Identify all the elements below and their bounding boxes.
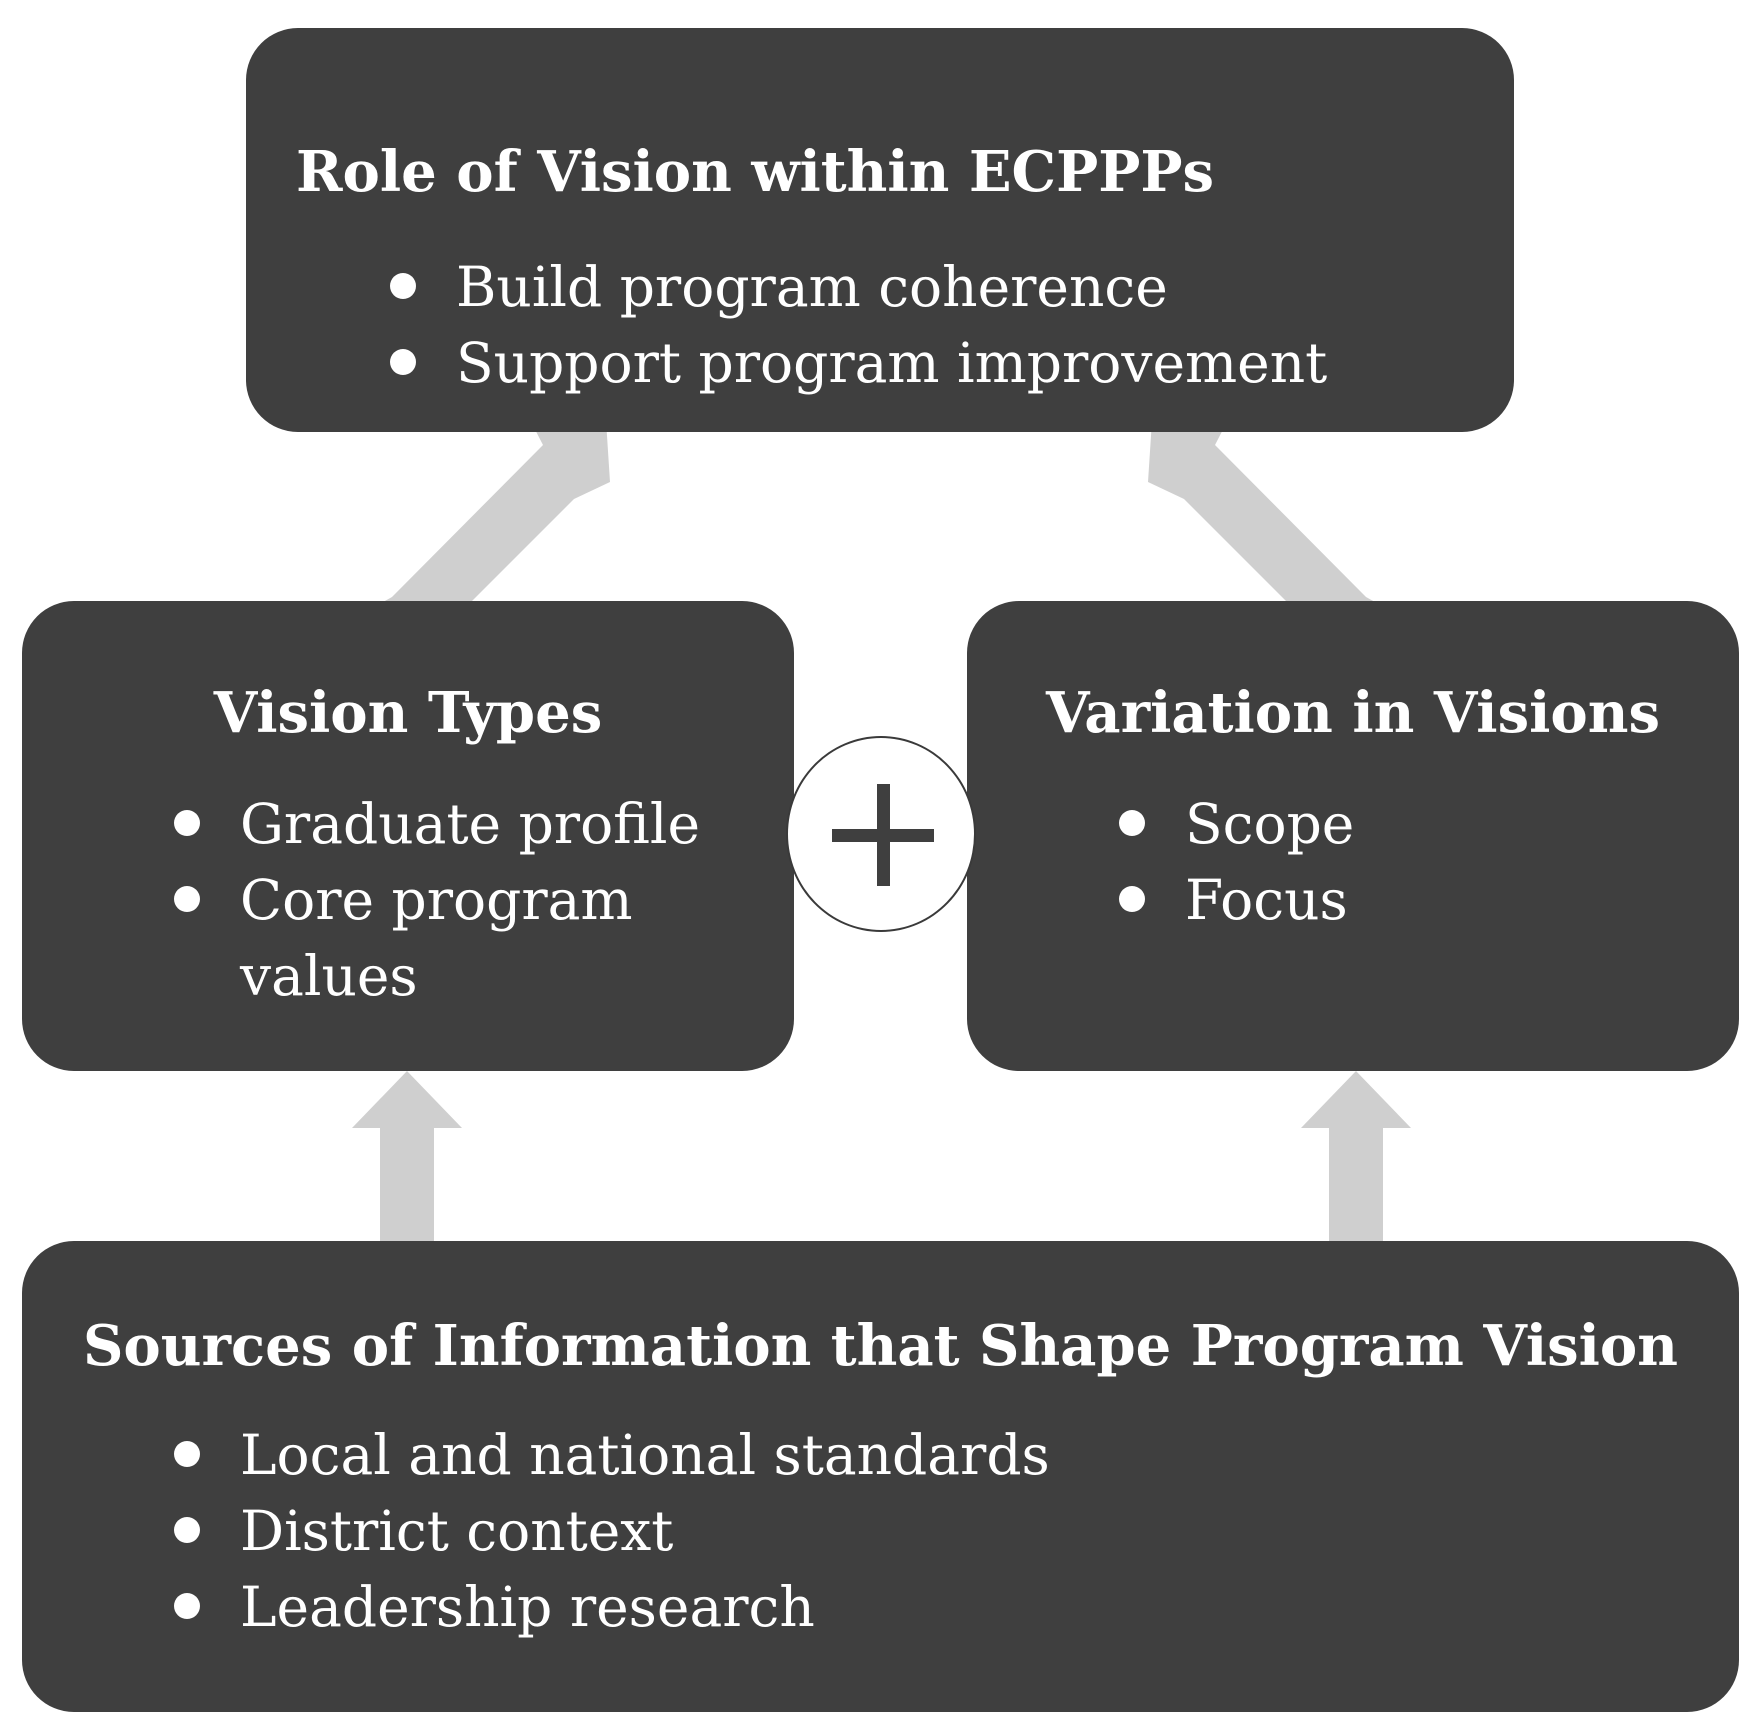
list-item: Local and national standards <box>166 1417 1050 1493</box>
sources-of-information-list: Local and national standards District co… <box>166 1417 1050 1645</box>
role-of-vision-list: Build program coherence Support program … <box>382 249 1327 401</box>
plus-connector <box>786 736 976 932</box>
variation-in-visions-title: Variation in Visions <box>1046 680 1660 746</box>
sources-of-information-title: Sources of Information that Shape Progra… <box>82 1313 1678 1379</box>
list-item: Support program improvement <box>382 325 1327 401</box>
variation-in-visions-list: Scope Focus <box>1111 786 1354 938</box>
role-of-vision-title: Role of Vision within ECPPPs <box>296 139 1214 205</box>
vision-types-box: Vision Types Graduate profile Core progr… <box>22 601 794 1071</box>
vision-types-title: Vision Types <box>213 680 603 746</box>
plus-icon <box>832 784 934 886</box>
arrow-sources-to-variation <box>1301 1071 1411 1250</box>
role-of-vision-box: Role of Vision within ECPPPs Build progr… <box>246 28 1514 432</box>
variation-in-visions-box: Variation in Visions Scope Focus <box>967 601 1739 1071</box>
list-item: Scope <box>1111 786 1354 862</box>
vision-types-list: Graduate profile Core program values <box>166 786 766 1014</box>
list-item: Build program coherence <box>382 249 1327 325</box>
list-item: Leadership research <box>166 1569 1050 1645</box>
list-item: Graduate profile <box>166 786 766 862</box>
list-item: Core program values <box>166 862 660 1014</box>
arrow-sources-to-types <box>352 1071 462 1250</box>
list-item: Focus <box>1111 862 1354 938</box>
sources-of-information-box: Sources of Information that Shape Progra… <box>22 1241 1739 1712</box>
list-item: District context <box>166 1493 1050 1569</box>
